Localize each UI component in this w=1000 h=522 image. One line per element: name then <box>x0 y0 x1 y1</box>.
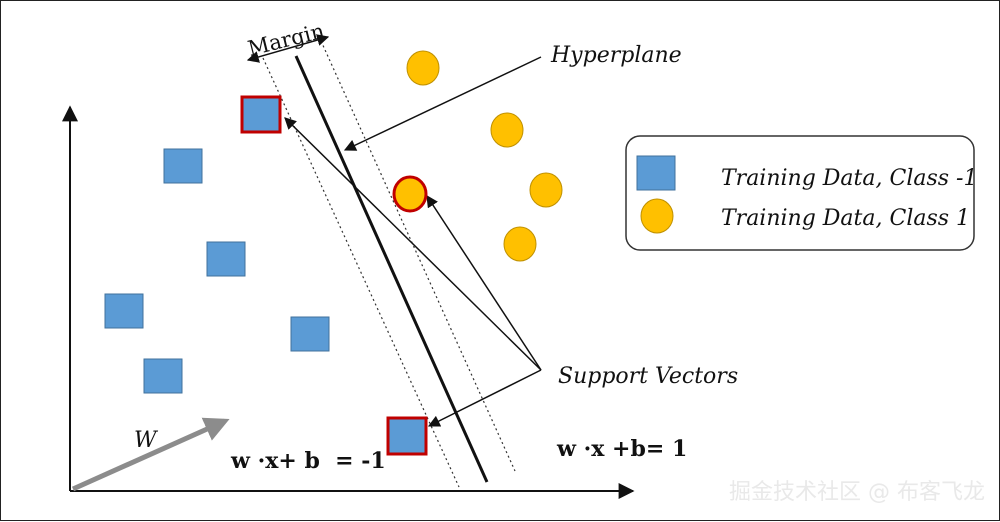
watermark-text: 掘金技术社区 @ 布客飞龙 <box>729 480 985 505</box>
support-vector-square <box>386 416 428 456</box>
class-pos-circle <box>503 226 537 262</box>
margin-line-left <box>262 57 460 488</box>
class-neg-square <box>163 148 203 184</box>
hyperplane-line <box>294 55 489 483</box>
class-neg-square <box>206 241 246 277</box>
w-vector-arrow <box>71 417 230 492</box>
sv-pointer-top <box>284 117 542 371</box>
support-vectors-label: Support Vectors <box>558 364 738 389</box>
class-pos-circle <box>406 50 440 86</box>
margin-width-arrow <box>246 34 330 63</box>
equation-positive: w ·x +b= 1 <box>556 436 687 462</box>
class-pos-circle <box>490 112 524 148</box>
legend-box <box>625 135 975 251</box>
hyperplane-pointer <box>343 56 542 151</box>
legend-label-class-neg: Training Data, Class -1 <box>721 166 977 191</box>
legend-label-class-pos: Training Data, Class 1 <box>721 206 970 231</box>
margin-line-right <box>320 40 516 472</box>
legend-circle-icon <box>640 198 674 234</box>
support-vector-circle <box>392 175 428 213</box>
class-neg-square <box>104 293 144 329</box>
hyperplane-label: Hyperplane <box>550 43 682 68</box>
sv-pointer-bottom <box>427 369 542 427</box>
sv-pointer-mid <box>426 194 542 371</box>
class-neg-square <box>290 316 330 352</box>
class-pos-circle <box>529 172 563 208</box>
equation-negative: w ·x+ b = -1 <box>230 448 386 474</box>
margin-label: Margin <box>245 19 326 61</box>
legend-square-icon <box>636 155 676 191</box>
w-vector-label: W <box>134 428 159 453</box>
class-neg-square <box>143 358 183 394</box>
legend: Training Data, Class -1 Training Data, C… <box>625 135 977 251</box>
support-vector-square <box>240 95 282 134</box>
